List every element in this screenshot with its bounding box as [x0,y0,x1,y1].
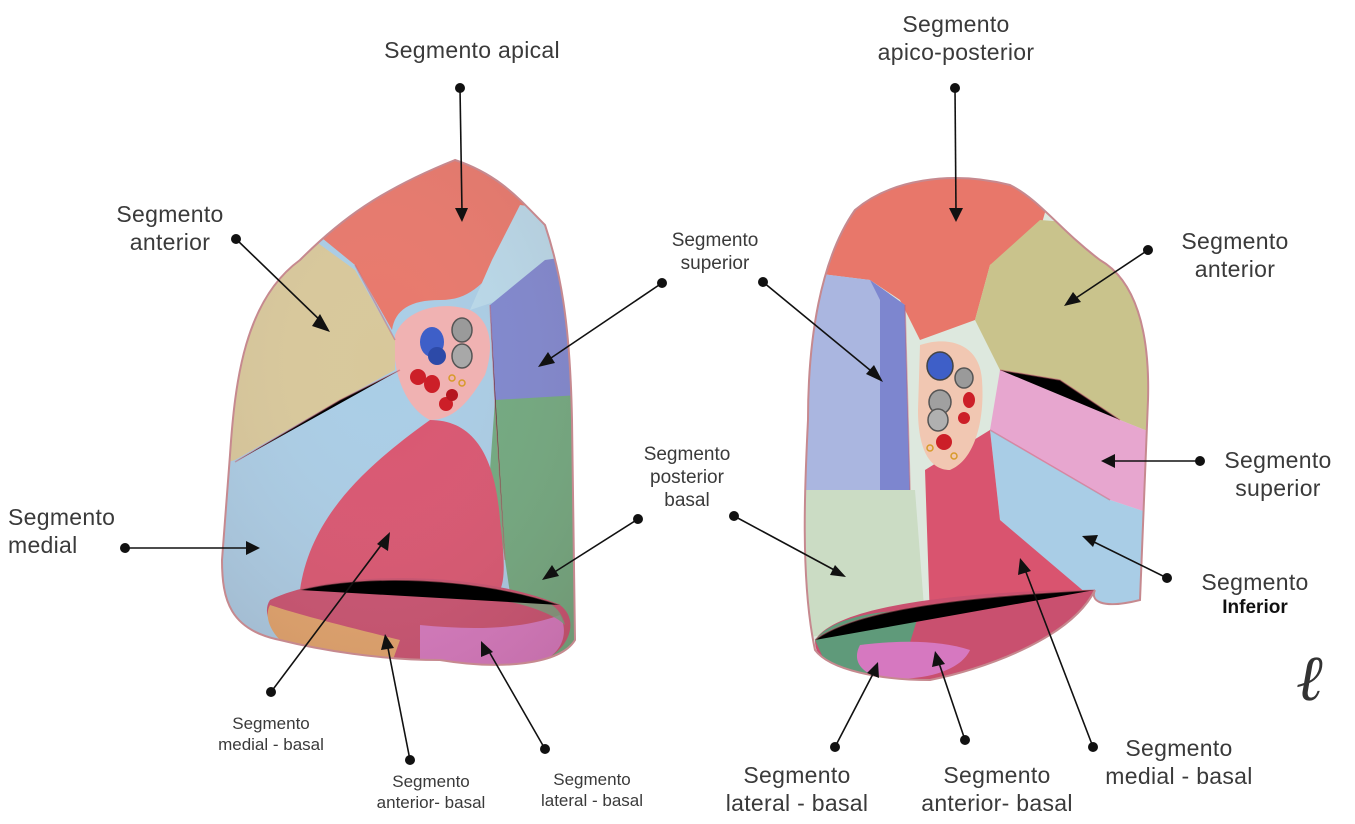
label-line: Segmento [650,229,780,252]
label-segmento-anterior-basal-right: Segmento anterior- basal [912,761,1082,817]
label-line: Segmento [722,761,872,789]
label-segmento-anterior-left: Segmento anterior [100,200,240,256]
label-line: Segmento [1160,227,1310,255]
label-line: anterior- basal [912,789,1082,817]
label-line: Segmento [856,10,1056,38]
label-line: Segmento [522,770,662,791]
label-segmento-superior-left: Segmento superior [650,229,780,275]
label-line: Segmento [356,772,506,793]
label-line: Segmento [622,443,752,466]
label-line: medial - basal [196,735,346,756]
label-line: medial - basal [1094,762,1264,790]
label-segmento-inferior-right: Segmento Inferior [1180,568,1330,619]
label-line: apico-posterior [856,38,1056,66]
label-line: lateral - basal [722,789,872,817]
label-line: basal [622,489,752,512]
label-segmento-lateral-basal-right: Segmento lateral - basal [722,761,872,817]
label-segmento-lateral-basal-left: Segmento lateral - basal [522,770,662,811]
label-line: Segmento [196,714,346,735]
label-line: superior [650,252,780,275]
label-line: lateral - basal [522,791,662,812]
signature-mark: ℓ [1296,640,1323,718]
label-line: medial [8,531,115,559]
label-line: Segmento apical [372,36,572,64]
label-segmento-superior-right: Segmento superior [1208,446,1348,502]
label-segmento-medial-basal-left: Segmento medial - basal [196,714,346,755]
label-segmento-medial-left: Segmento medial [8,503,115,559]
label-segmento-medial-basal-right: Segmento medial - basal [1094,734,1264,790]
label-line: Segmento [1094,734,1264,762]
label-segmento-apico-posterior: Segmento apico-posterior [856,10,1056,66]
label-line: Segmento [1208,446,1348,474]
left-lung [200,150,600,680]
label-line: superior [1208,474,1348,502]
label-line: Segmento [100,200,240,228]
label-line: Segmento [912,761,1082,789]
pointer-lateral-basal-right [830,662,879,752]
label-line: anterior- basal [356,793,506,814]
label-segmento-anterior-right: Segmento anterior [1160,227,1310,283]
label-segmento-anterior-basal-left: Segmento anterior- basal [356,772,506,813]
label-line: Segmento [8,503,115,531]
label-line: anterior [1160,255,1310,283]
label-line: posterior [622,466,752,489]
label-segmento-apical: Segmento apical [372,36,572,64]
label-line: anterior [100,228,240,256]
label-line: Segmento [1180,568,1330,596]
label-line: Inferior [1180,596,1330,619]
right-lung [790,160,1170,700]
label-segmento-posterior-basal-left: Segmento posterior basal [622,443,752,513]
